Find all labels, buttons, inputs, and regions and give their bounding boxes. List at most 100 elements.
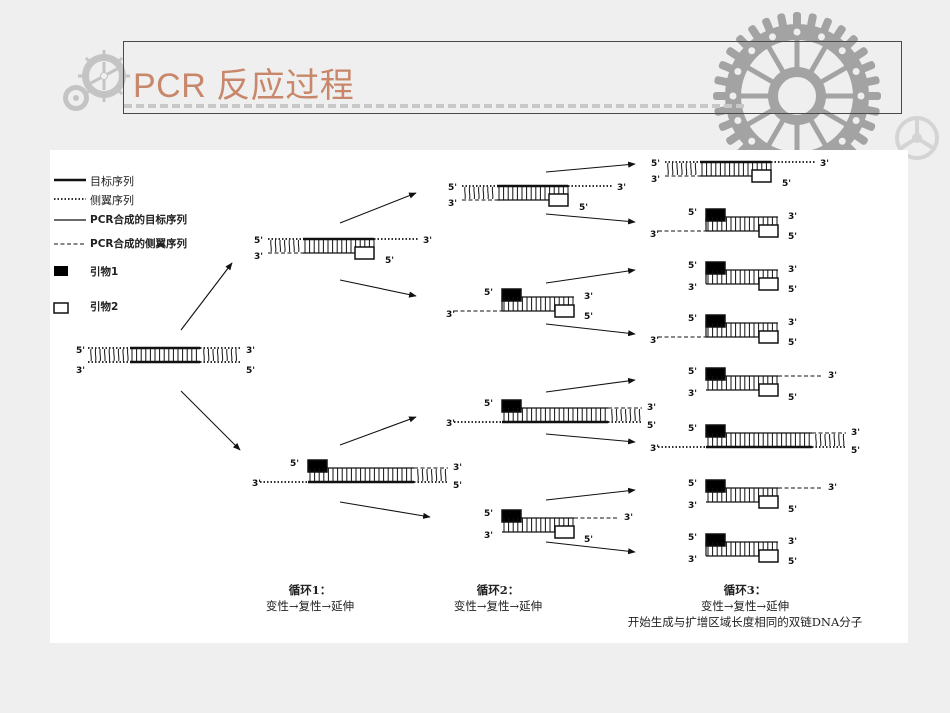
arrow-c2-to-c3-8 [545,541,636,555]
large-gear-icon [713,12,939,178]
cycle1-product-upper: 5' 3' 3' 5' [254,236,432,266]
strand-3prime-label: 3' [624,513,633,523]
arrow-c1-upper-to-c2-2 [339,279,417,298]
strand-3prime-label: 3' [423,236,432,246]
cycle3-product-2: 5'3'3'5' [650,208,797,242]
cycle3-title: 循环3： [723,583,767,597]
legend-symbol-primer1 [54,266,68,276]
arrow-template-to-upper [180,262,233,331]
cycle3-product-8: 5'3'3'5' [688,533,797,567]
strand-3prime-label: 3' [788,537,797,547]
strand-5prime-label: 5' [788,285,797,295]
strand-5prime-label: 5' [579,203,588,213]
strand-3prime-label: 3' [788,212,797,222]
strand-5prime-label: 5' [584,535,593,545]
cycle1-steps: 变性→复性→延伸 [265,599,355,613]
strand-3prime-label: 3' [484,531,493,541]
pcr-diagram: 5' 3' 3' 5' 5' 3' 3' 5' 5' 3' 3' 5' 5' 3' 3' 5' 5' 3' 3' 5'… [53,159,860,567]
target-rungs [503,408,606,422]
strand-3prime-label: 3' [650,336,659,346]
strand-3prime-label: 3' [254,252,263,262]
strand-5prime-label: 5' [788,393,797,403]
arrow-c2-to-c3-3 [545,267,636,284]
strand-3prime-label: 3' [688,389,697,399]
cycle3-steps: 变性→复性→延伸 [700,599,790,613]
strand-5prime-label: 5' [688,208,697,218]
primer2-box [758,549,779,563]
strand-5prime-label: 5' [484,288,493,298]
cycle3-product-5: 5' 3' 3' 5' [688,367,837,403]
cycle3-product-6: 5'3'3'5' [650,424,860,456]
strand-5prime-label: 5' [448,183,457,193]
strand-3prime-label: 3' [446,419,455,429]
primer1-box [705,533,726,547]
strand-5prime-label: 5' [453,481,462,491]
primer2-box [758,224,779,238]
strand-3prime-label: 3' [688,501,697,511]
primer2-box [758,383,779,397]
cycle3-product-3: 5'3'3'5' [688,261,797,295]
strand-5prime-label: 5' [484,399,493,409]
legend [53,178,86,314]
legend-label-primer2: 引物2 [90,301,119,313]
legend-label-pcr-target: PCR合成的目标序列 [90,214,187,226]
strand-5prime-label: 5' [246,366,255,376]
strand-5prime-label: 5' [782,179,791,189]
strand-3prime-label: 3' [448,199,457,209]
unpaired-right [611,408,641,422]
cycle2-product-2: 5'3'3'5' [446,288,593,322]
strand-5prime-label: 5' [254,236,263,246]
strand-3prime-label: 3' [252,479,261,489]
legend-label-primer1: 引物1 [90,266,119,278]
primer2-box [548,193,569,207]
strand-3prime-label: 3' [446,310,455,320]
strand-5prime-label: 5' [484,509,493,519]
strand-5prime-label: 5' [647,421,656,431]
arrow-c1-lower-to-c2-4 [339,501,431,519]
primer1-box [705,479,726,493]
strand-3prime-label: 3' [828,371,837,381]
strand-5prime-label: 5' [651,159,660,169]
cycle1-product-lower: 5' 3' 3' 5' [252,459,462,491]
strand-5prime-label: 5' [385,256,394,266]
strand-3prime-label: 3' [584,292,593,302]
arrow-template-to-lower [180,390,241,451]
strand-5prime-label: 5' [290,459,299,469]
strand-3prime-label: 3' [76,366,85,376]
arrow-c2-to-c3-7 [545,487,636,501]
target-rungs [309,468,412,482]
cycle2-title: 循环2： [476,583,520,597]
primer1-box [501,399,522,413]
unpaired-right [815,433,845,447]
strand-3prime-label: 3' [828,483,837,493]
unpaired-right [203,348,237,362]
strand-5prime-label: 5' [688,261,697,271]
strand-3prime-label: 3' [688,555,697,565]
cycle1-caption: 循环1： 变性→复性→延伸 [250,582,370,614]
primer2-box [758,277,779,291]
cycle2-caption: 循环2： 变性→复性→延伸 [438,582,558,614]
strand-3prime-label: 3' [246,346,255,356]
target-rungs [707,433,810,447]
primer1-box [705,261,726,275]
primer2-box [554,525,575,539]
legend-label-flank: 侧翼序列 [90,194,134,207]
arrow-c1-upper-to-c2-1 [339,192,417,224]
strand-5prime-label: 5' [76,346,85,356]
small-gear-icon [63,50,130,111]
arrow-c1-lower-to-c2-3 [339,416,417,446]
strand-5prime-label: 5' [788,557,797,567]
arrow-c2-to-c3-5 [545,377,636,393]
primer2-box [354,246,375,260]
cycle2-steps: 变性→复性→延伸 [453,599,543,613]
strand-5prime-label: 5' [788,232,797,242]
strand-3prime-label: 3' [788,265,797,275]
cycle2-product-4: 5' 3' 3' 5' [484,509,633,545]
cycle3-product-1: 5'3'3'5' [651,159,829,189]
arrow-c2-to-c3-2 [545,213,636,225]
primer1-box [705,424,726,438]
primer1-box [501,288,522,302]
cycle3-product-7: 5'3'3'5' [688,479,837,515]
strand-5prime-label: 5' [688,367,697,377]
strand-3prime-label: 3' [453,463,462,473]
